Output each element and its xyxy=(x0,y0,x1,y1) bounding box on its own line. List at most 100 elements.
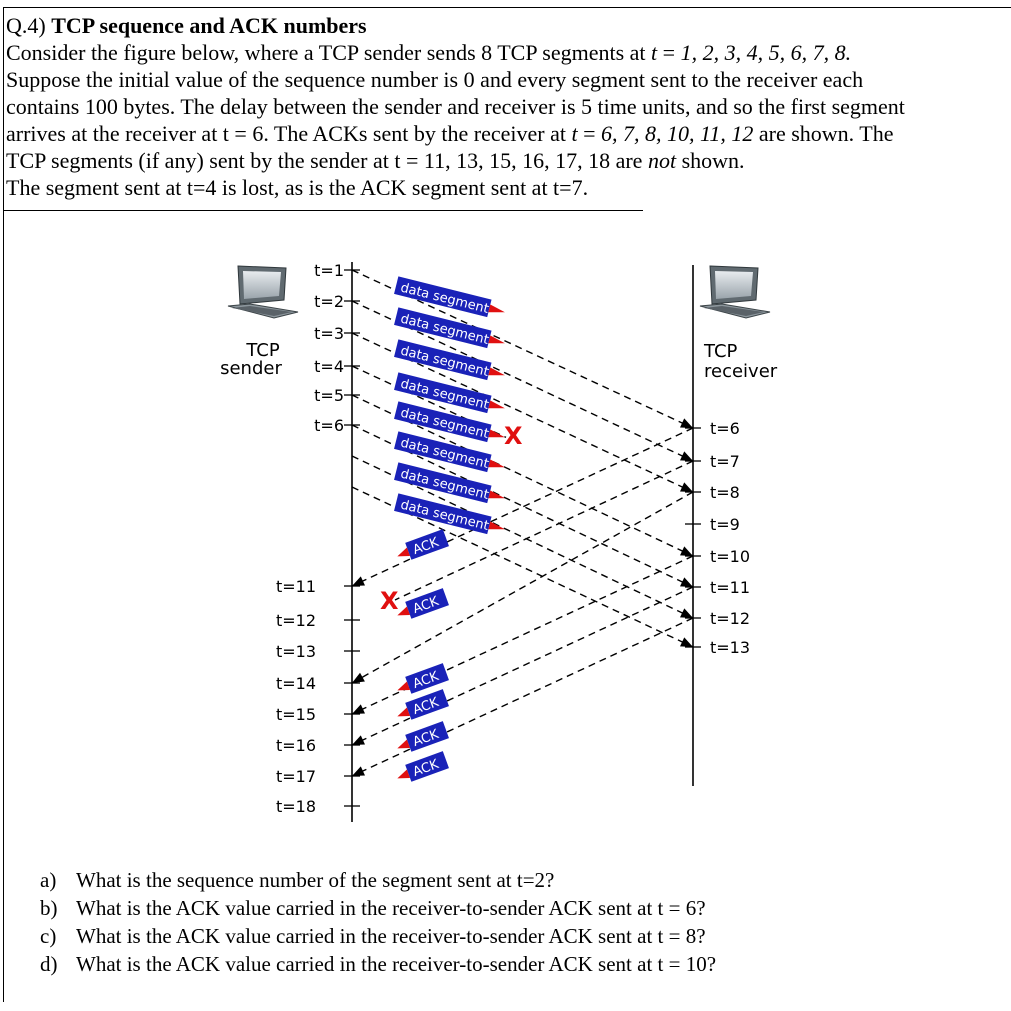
arrow-head xyxy=(352,766,365,776)
sender-time-label: t=12 xyxy=(276,611,316,630)
receiver-time-label: t=12 xyxy=(710,609,750,628)
sender-time-label: t=5 xyxy=(314,386,344,405)
ack-label: ACK xyxy=(411,757,441,780)
arrow-head xyxy=(352,672,365,683)
arrow-head xyxy=(397,769,410,779)
data-segment-box-bg xyxy=(394,339,492,381)
arrow-head xyxy=(352,735,365,745)
question-label: b) xyxy=(40,896,58,920)
data-segment-box-bg xyxy=(394,276,492,318)
receiver-time-label: t=6 xyxy=(710,419,740,438)
data-segment-label: data segment xyxy=(399,312,490,348)
header-line-5-text: TCP segments (if any) sent by the sender… xyxy=(6,148,648,173)
data-segment-line xyxy=(351,365,507,438)
header-line-4-t: t xyxy=(571,121,578,146)
arrow-head xyxy=(397,707,410,717)
sender-time-label: t=18 xyxy=(276,797,316,816)
ack-line xyxy=(351,491,694,684)
arrow-head xyxy=(488,304,505,313)
header-line-4-eq: = xyxy=(577,121,601,146)
arrow-head xyxy=(488,335,505,344)
sender-time-label: t=2 xyxy=(314,292,344,311)
question-label: c) xyxy=(40,924,57,948)
ack-box-bg xyxy=(405,721,449,752)
data-segment-box-bg xyxy=(394,401,492,443)
sender-time-label: t=4 xyxy=(314,357,344,376)
ack-box: ACK xyxy=(397,588,449,619)
receiver-time-label: t=7 xyxy=(710,452,740,471)
data-segment-box-bg xyxy=(394,462,492,504)
ack-box: ACK xyxy=(397,721,449,752)
receiver-time-label: t=9 xyxy=(710,515,740,534)
receiver-time-label: t=11 xyxy=(710,578,750,597)
ack-label: ACK xyxy=(411,535,441,558)
ack-box: ACK xyxy=(397,529,449,560)
question-c: c) What is the ACK value carried in the r… xyxy=(40,922,716,950)
ack-line xyxy=(351,586,694,746)
data-segment-box-bg xyxy=(394,372,492,414)
arrow-head xyxy=(352,704,365,714)
arrow-head xyxy=(680,418,693,428)
receiver-time-label: t=10 xyxy=(710,547,750,566)
question-label: d) xyxy=(40,952,58,976)
arrow-head xyxy=(488,367,505,376)
header-line-4-tail: are shown. The xyxy=(753,121,894,146)
sender-time-label: t=15 xyxy=(276,705,316,724)
ack-label: ACK xyxy=(411,594,441,617)
question-title: TCP sequence and ACK numbers xyxy=(51,13,367,38)
ack-box: ACK xyxy=(397,689,449,720)
data-segment-box: data segment xyxy=(394,493,505,535)
header-divider xyxy=(3,210,643,211)
receiver-computer-icon xyxy=(699,265,771,319)
sender-time-label: t=1 xyxy=(314,261,344,280)
question-text: What is the ACK value carried in the rec… xyxy=(76,924,706,948)
header-line-5-not: not xyxy=(647,148,677,173)
ack-label: ACK xyxy=(411,669,441,692)
data-segment-box-bg xyxy=(394,493,492,535)
question-list: a) What is the sequence number of the seg… xyxy=(40,866,716,978)
ack-box-bg xyxy=(405,529,449,560)
arrow-head xyxy=(680,546,693,556)
header-line-1-values: 1, 2, 3, 4, 5, 6, 7, 8. xyxy=(680,40,852,65)
sender-time-label: t=6 xyxy=(314,416,344,435)
question-text: What is the sequence number of the segme… xyxy=(76,868,555,892)
receiver-label-1: TCP xyxy=(703,341,738,362)
ack-box-bg xyxy=(405,588,449,619)
question-text: What is the ACK value carried in the rec… xyxy=(76,952,717,976)
arrow-head xyxy=(488,521,505,530)
page-frame xyxy=(3,7,1011,1002)
question-text: What is the ACK value carried in the rec… xyxy=(76,896,706,920)
arrow-head xyxy=(680,637,693,647)
header-line-1-text: Consider the figure below, where a TCP s… xyxy=(6,40,652,65)
arrow-head xyxy=(680,608,693,618)
data-segment-label: data segment xyxy=(399,498,490,534)
ack-box: ACK xyxy=(397,751,449,782)
arrow-head xyxy=(397,739,410,749)
header-line-5: TCP segments (if any) sent by the sender… xyxy=(6,147,1006,174)
data-segment-box-bg xyxy=(394,307,492,349)
ack-box-bg xyxy=(405,689,449,720)
header-line-1-eq: = xyxy=(657,40,681,65)
arrow-head xyxy=(488,400,505,409)
tick-marks: t=1t=2t=3t=4t=5t=6t=11t=12t=13t=14t=15t=… xyxy=(276,261,750,816)
lost-segment-marker: X xyxy=(504,422,523,450)
header-line-6: The segment sent at t=4 is lost, as is t… xyxy=(6,175,589,200)
sender-time-label: t=14 xyxy=(276,674,316,693)
question-d: d) What is the ACK value carried in the r… xyxy=(40,950,716,978)
arrow-head xyxy=(397,606,410,616)
arrow-head xyxy=(488,459,505,468)
ack-label: ACK xyxy=(411,695,441,718)
ack-line xyxy=(351,555,694,715)
arrow-head xyxy=(680,482,693,492)
question-label: a) xyxy=(40,868,57,892)
arrow-head xyxy=(488,429,505,438)
arrow-head xyxy=(352,576,365,586)
question-a: a) What is the sequence number of the seg… xyxy=(40,866,716,894)
receiver-time-label: t=13 xyxy=(710,638,750,657)
data-segment-label: data segment xyxy=(399,344,490,380)
arrow-head xyxy=(397,547,410,557)
sender-time-label: t=17 xyxy=(276,767,316,786)
sender-time-label: t=16 xyxy=(276,736,316,755)
